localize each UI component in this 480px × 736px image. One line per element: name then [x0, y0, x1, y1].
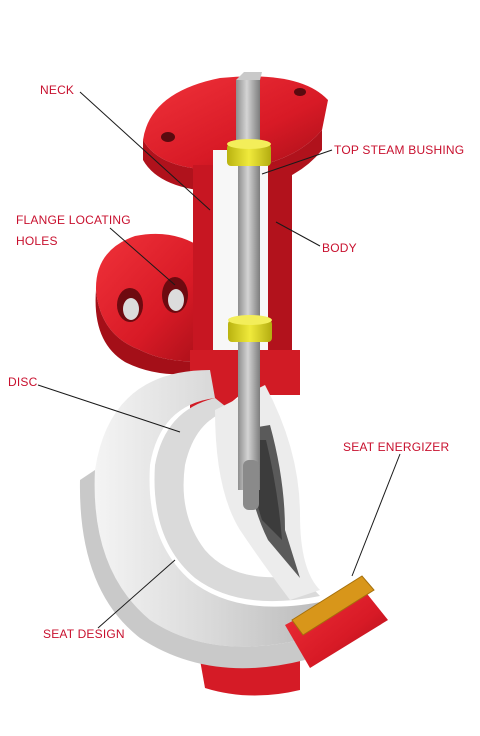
seat-energizer-part	[291, 575, 375, 636]
seat-ring	[79, 370, 330, 669]
leader-lines	[37, 91, 401, 629]
label-neck: NECK	[40, 83, 75, 97]
flange-bolt-hole	[161, 132, 175, 142]
leader-disc	[37, 384, 181, 433]
lower-body-flange	[200, 660, 300, 696]
leader-body	[275, 221, 321, 247]
label-flange-line-1: FLANGE LOCATING	[16, 213, 131, 227]
leader-steam-bushing	[261, 149, 333, 175]
label-flange-line-2: HOLES	[16, 234, 58, 248]
leader-seat-energizer	[351, 453, 401, 577]
label-top-steam-bushing: TOP STEAM BUSHING	[334, 143, 465, 157]
disc-part	[215, 385, 320, 600]
label-seat-energizer: SEAT ENERGIZER	[343, 440, 450, 454]
lower-bushing-part	[228, 315, 272, 342]
leader-seat-design	[97, 559, 176, 629]
label-body: BODY	[322, 241, 357, 255]
label-seat-design: SEAT DESIGN	[43, 627, 125, 641]
label-disc: DISC	[8, 375, 38, 389]
label-flange-locating-holes: FLANGE LOCATING HOLES	[16, 210, 131, 252]
top-steam-bushing-part	[227, 139, 271, 166]
flange-lug	[95, 233, 210, 375]
leader-flange-holes	[109, 227, 176, 286]
valve-stem	[236, 72, 262, 510]
leader-neck	[79, 91, 211, 211]
seat-retainer	[285, 585, 388, 668]
